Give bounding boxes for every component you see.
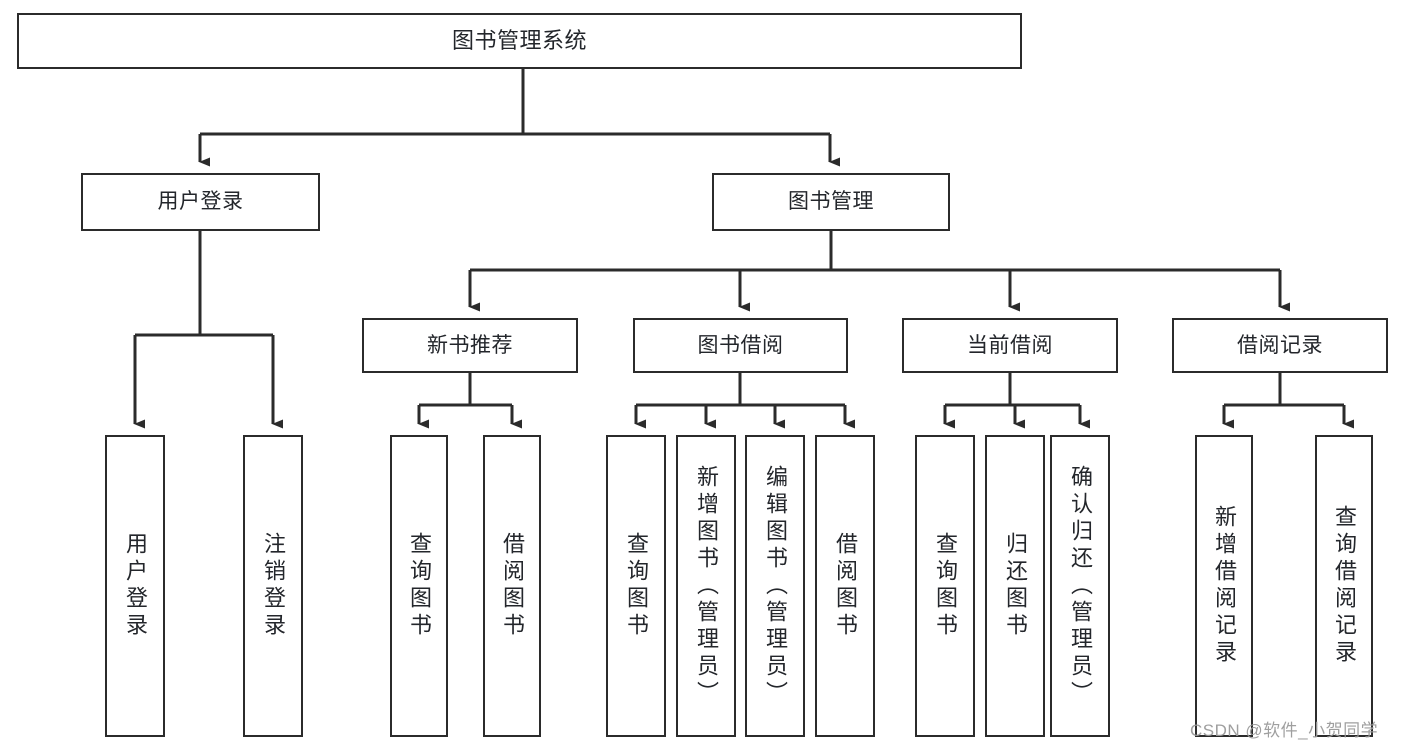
node-leaf-label: 查询图书 xyxy=(624,532,649,640)
edge-group-borrow-record xyxy=(1222,373,1354,429)
node-borrow-record-label: 借阅记录 xyxy=(1237,333,1323,357)
edge-group-new-book-rec xyxy=(417,373,522,429)
node-book-management-label: 图书管理 xyxy=(788,190,874,214)
node-user-login-label: 用户登录 xyxy=(157,190,244,214)
node-root-system[interactable]: 图书管理系统 xyxy=(17,13,1022,69)
node-book-management[interactable]: 图书管理 xyxy=(712,173,950,231)
node-leaf[interactable]: 查询图书 xyxy=(390,435,448,737)
node-leaf-label: 新增借阅记录 xyxy=(1212,505,1237,667)
node-new-book-recommend-label: 新书推荐 xyxy=(427,333,513,357)
node-leaf-label: 确认归还（管理员） xyxy=(1068,464,1093,708)
node-leaf-label: 新增图书（管理员） xyxy=(694,464,719,708)
node-leaf[interactable]: 注销登录 xyxy=(243,435,303,737)
node-leaf[interactable]: 新增图书（管理员） xyxy=(676,435,736,737)
edge-group-root xyxy=(198,69,840,167)
csdn-watermark: CSDN @软件_小贺同学 xyxy=(1190,721,1379,740)
node-new-book-recommend[interactable]: 新书推荐 xyxy=(362,318,578,373)
node-leaf[interactable]: 查询图书 xyxy=(606,435,666,737)
node-book-borrow[interactable]: 图书借阅 xyxy=(633,318,848,373)
node-current-borrow[interactable]: 当前借阅 xyxy=(902,318,1118,373)
node-leaf[interactable]: 确认归还（管理员） xyxy=(1050,435,1110,737)
node-leaf[interactable]: 借阅图书 xyxy=(483,435,541,737)
node-leaf-label: 编辑图书（管理员） xyxy=(763,464,788,708)
node-leaf[interactable]: 用户登录 xyxy=(105,435,165,737)
node-leaf[interactable]: 归还图书 xyxy=(985,435,1045,737)
node-leaf-label: 注销登录 xyxy=(261,532,286,640)
node-leaf[interactable]: 编辑图书（管理员） xyxy=(745,435,805,737)
node-leaf-label: 用户登录 xyxy=(123,532,148,640)
node-leaf-label: 查询图书 xyxy=(933,532,958,640)
node-root-system-label: 图书管理系统 xyxy=(451,27,587,53)
node-leaf[interactable]: 新增借阅记录 xyxy=(1195,435,1253,737)
edge-group-user-login xyxy=(133,231,283,429)
node-current-borrow-label: 当前借阅 xyxy=(967,333,1053,357)
node-leaf-label: 查询图书 xyxy=(407,532,432,640)
edge-group-book-borrow xyxy=(634,373,855,429)
node-leaf-label: 归还图书 xyxy=(1003,532,1028,640)
node-leaf[interactable]: 借阅图书 xyxy=(815,435,875,737)
node-user-login[interactable]: 用户登录 xyxy=(81,173,320,231)
node-leaf-label: 借阅图书 xyxy=(500,532,525,640)
node-leaf[interactable]: 查询借阅记录 xyxy=(1315,435,1373,737)
edge-group-book-mgmt xyxy=(468,231,1290,312)
edge-group-current-borrow xyxy=(943,373,1090,429)
node-leaf-label: 查询借阅记录 xyxy=(1332,505,1357,667)
node-leaf-label: 借阅图书 xyxy=(833,532,858,640)
node-book-borrow-label: 图书借阅 xyxy=(697,333,784,357)
node-leaf[interactable]: 查询图书 xyxy=(915,435,975,737)
node-borrow-record[interactable]: 借阅记录 xyxy=(1172,318,1388,373)
